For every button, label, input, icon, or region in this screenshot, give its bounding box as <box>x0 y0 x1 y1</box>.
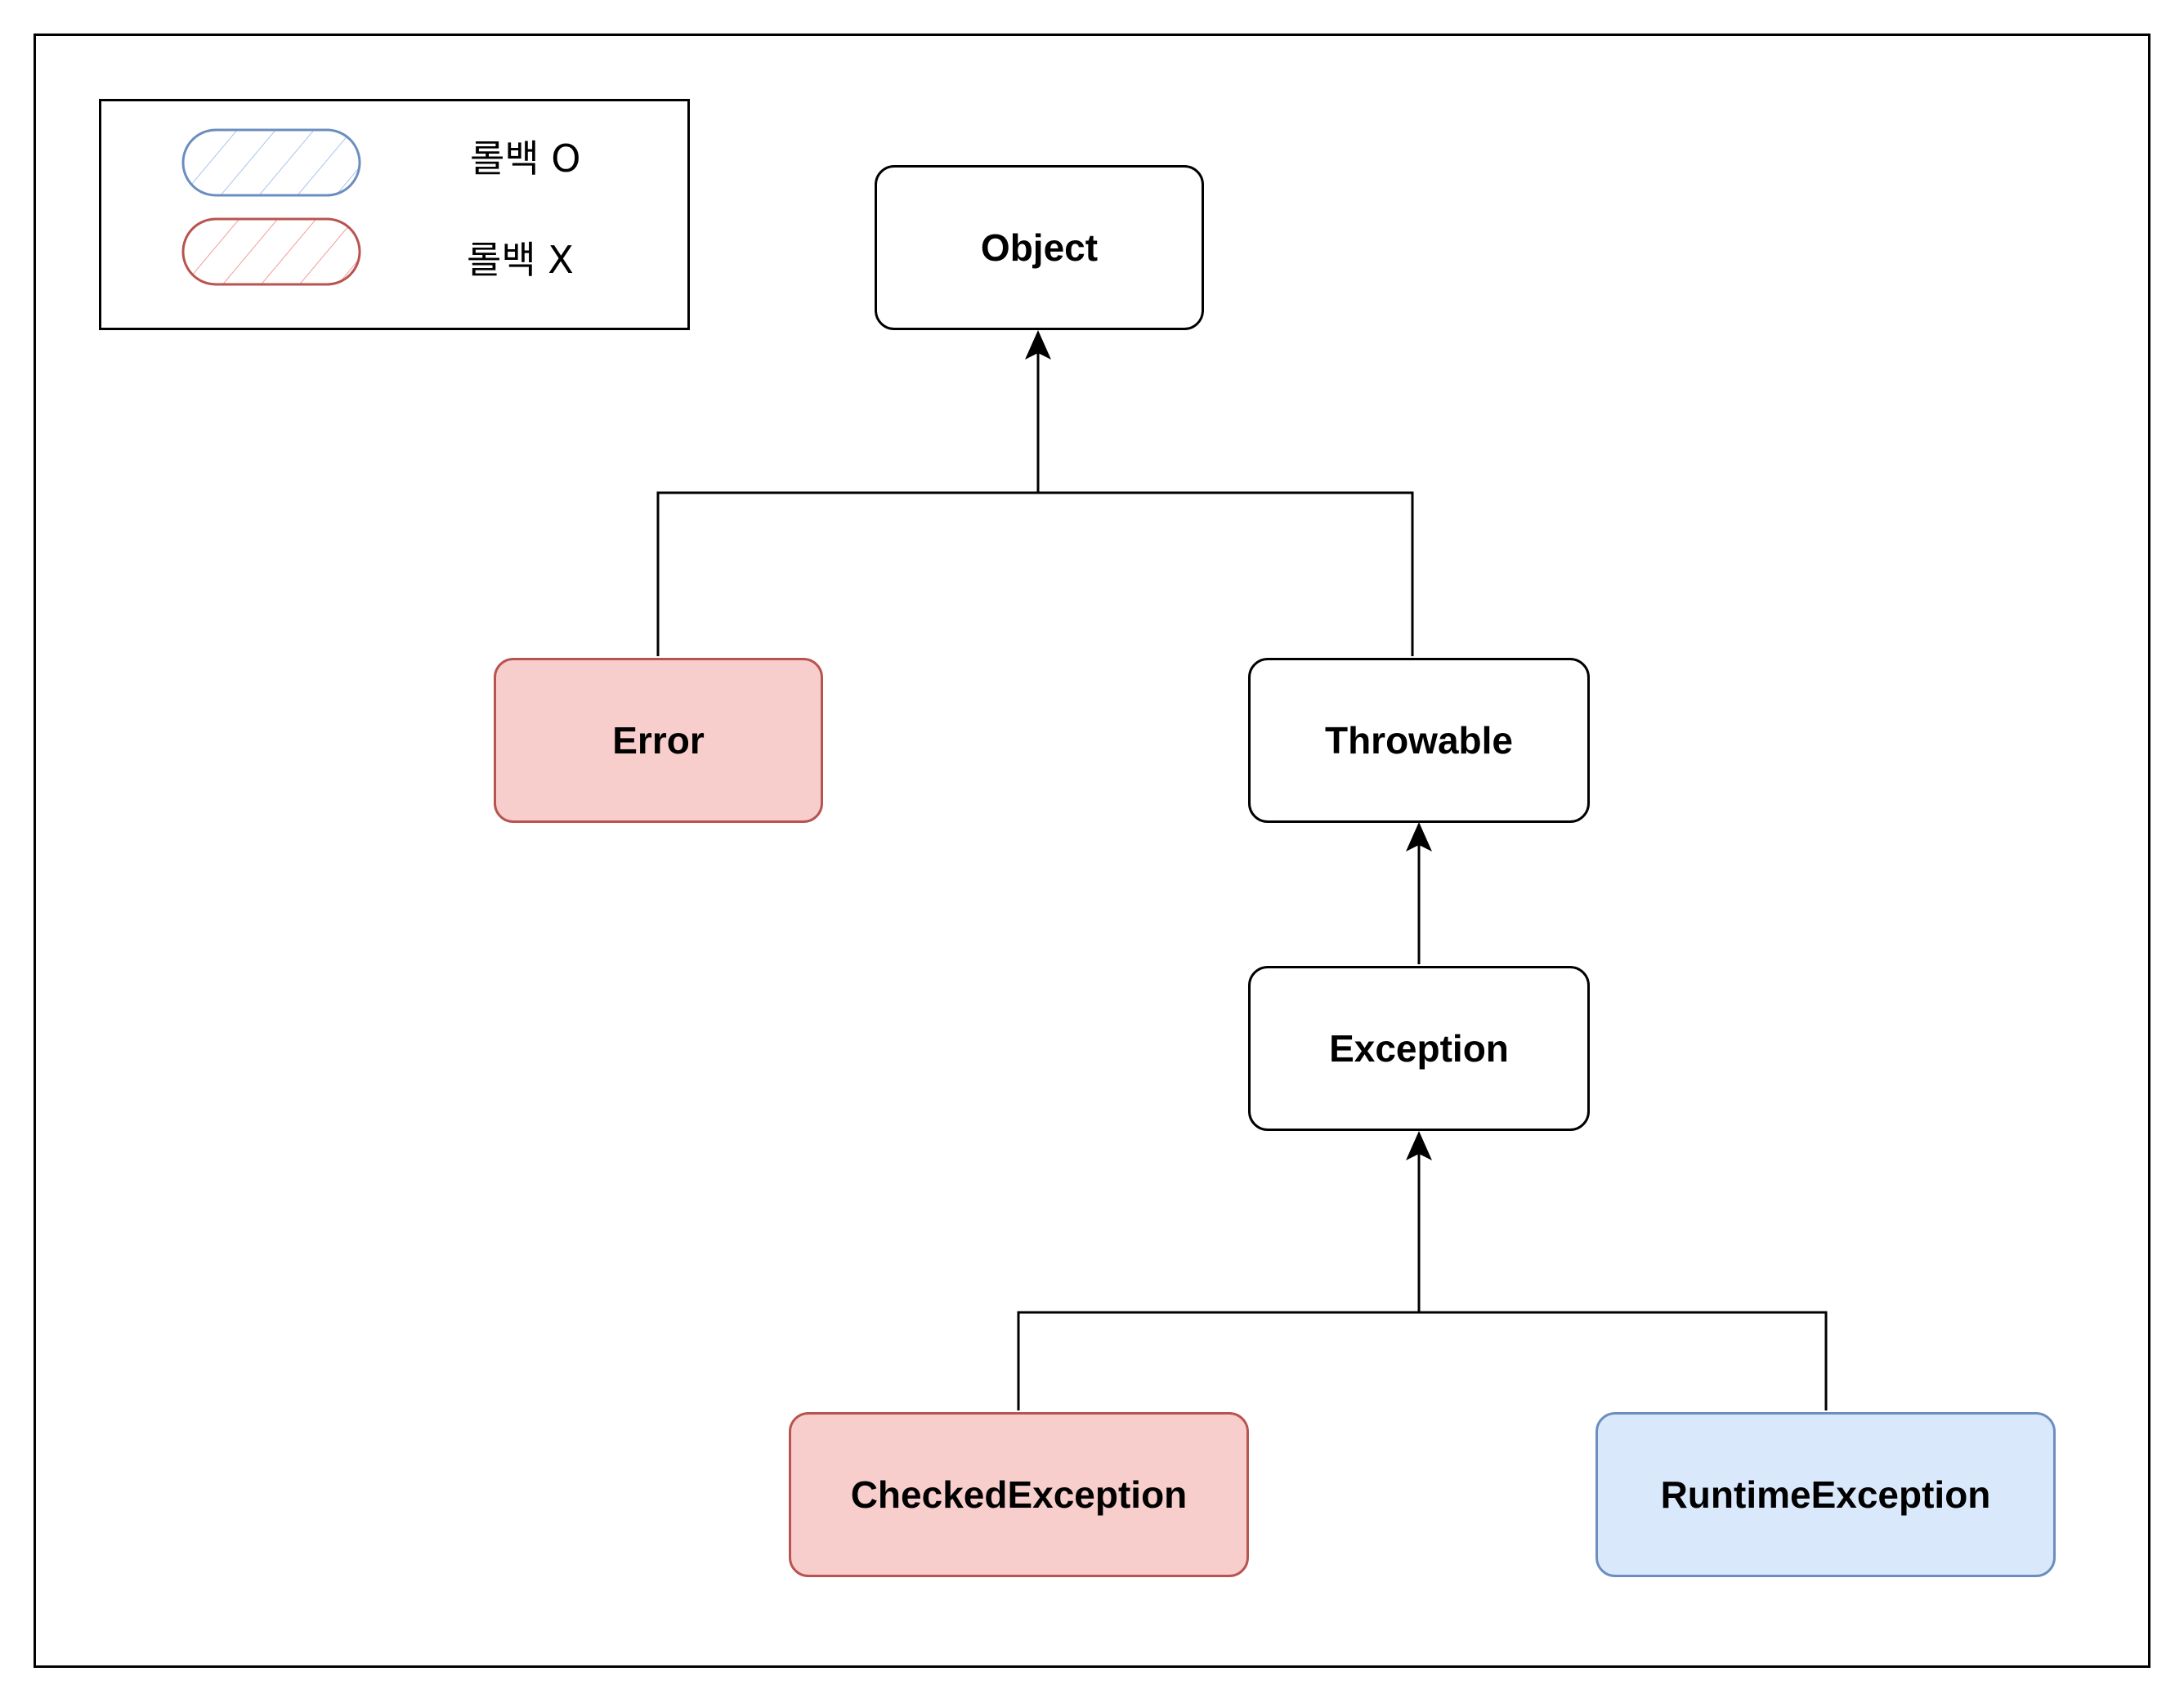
edge-checked-to-exception <box>1017 1311 1419 1410</box>
node-error: Error <box>494 658 823 823</box>
legend-label-rollback-x: 롤백 X <box>467 238 574 282</box>
node-error-label: Error <box>612 719 705 762</box>
legend-label-rollback-o: 롤백 O <box>470 136 581 181</box>
node-checked-exception-label: CheckedException <box>850 1473 1188 1516</box>
node-runtime-exception-label: RuntimeException <box>1660 1473 1991 1516</box>
node-checked-exception: CheckedException <box>789 1412 1249 1577</box>
arrowhead-exception <box>1406 1131 1432 1160</box>
edge-error-to-object <box>656 491 1038 656</box>
arrowhead-object <box>1025 330 1051 360</box>
legend-box <box>99 99 690 330</box>
legend-swatch-rollback-o <box>181 128 361 197</box>
legend-swatch-rollback-x <box>181 217 361 286</box>
node-object: Object <box>875 165 1204 330</box>
diagram-frame <box>34 34 2150 1668</box>
edge-runtime-to-exception <box>1419 1311 1828 1410</box>
edge-throwable-to-object <box>1038 491 1414 656</box>
node-throwable-label: Throwable <box>1324 719 1514 762</box>
node-runtime-exception: RuntimeException <box>1595 1412 2056 1577</box>
node-throwable: Throwable <box>1248 658 1590 823</box>
node-exception-label: Exception <box>1329 1027 1509 1070</box>
node-object-label: Object <box>980 226 1099 269</box>
arrowhead-throwable <box>1406 822 1432 852</box>
node-exception: Exception <box>1248 966 1590 1131</box>
